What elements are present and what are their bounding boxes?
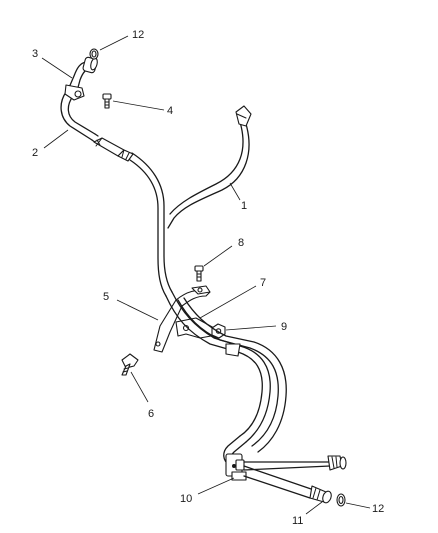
callout-3: 3 [32,48,38,60]
callout-1: 1 [241,200,247,212]
line-sleeve [93,137,134,162]
main-line-upper [129,152,173,297]
cooler-line-1 [167,105,252,229]
callout-10: 10 [180,493,192,505]
bolt-8 [194,265,204,282]
callout-4: 4 [167,105,173,117]
callout-8: 8 [238,237,244,249]
callout-7: 7 [260,277,266,289]
callout-9: 9 [281,321,287,333]
callout-2: 2 [32,147,38,159]
nut-9 [211,323,226,339]
fitting-3 [64,56,98,101]
outlet-line-upper [243,455,347,471]
cooler-line-2 [60,91,99,144]
callout-labels: 1 2 3 4 5 6 7 8 9 10 11 12 12 [32,29,384,527]
o-ring-12-top [89,48,99,60]
bolt-4 [102,93,112,109]
o-ring-12-bottom [336,493,346,507]
outlet-line-lower [243,465,332,504]
main-line-lower [165,291,287,453]
bracket-5 [153,285,211,353]
callout-11: 11 [292,515,303,527]
callout-12-bottom: 12 [372,503,384,515]
callout-12-top: 12 [132,29,144,41]
bolt-6 [121,353,139,376]
callout-5: 5 [103,291,109,303]
callout-6: 6 [148,408,154,420]
leader-lines [41,35,371,515]
connector-10 [223,435,247,481]
